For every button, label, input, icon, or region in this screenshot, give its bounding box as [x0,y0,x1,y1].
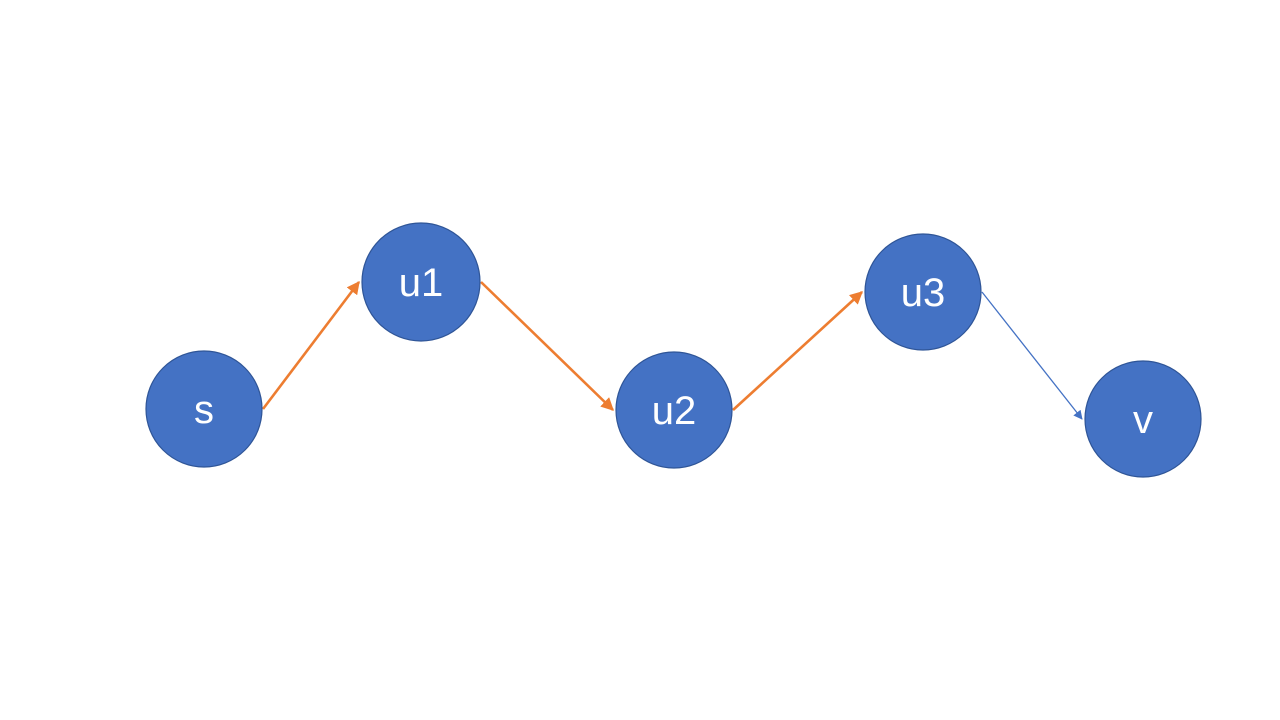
node-label-u1: u1 [399,261,444,305]
node-label-u2: u2 [652,389,697,433]
node-v: v [1084,360,1202,478]
node-label-u3: u3 [901,271,946,315]
edge-u2-u3 [732,291,863,411]
node-circle-u2 [615,351,733,469]
node-circle-u3 [864,233,982,351]
nodes-layer: s u1 u2 u3 v [145,222,1202,478]
node-s: s [145,350,263,468]
node-label-v: v [1133,398,1153,442]
node-u2: u2 [615,351,733,469]
node-circle-s [145,350,263,468]
edge-s-u1 [261,280,361,410]
node-circle-v [1084,360,1202,478]
edge-u1-u2 [480,281,614,411]
node-u1: u1 [361,222,481,342]
node-u3: u3 [864,233,982,351]
edges-layer [261,280,1083,420]
node-circle-u1 [361,222,481,342]
node-label-s: s [194,388,214,432]
edge-u3-v [981,291,1083,420]
